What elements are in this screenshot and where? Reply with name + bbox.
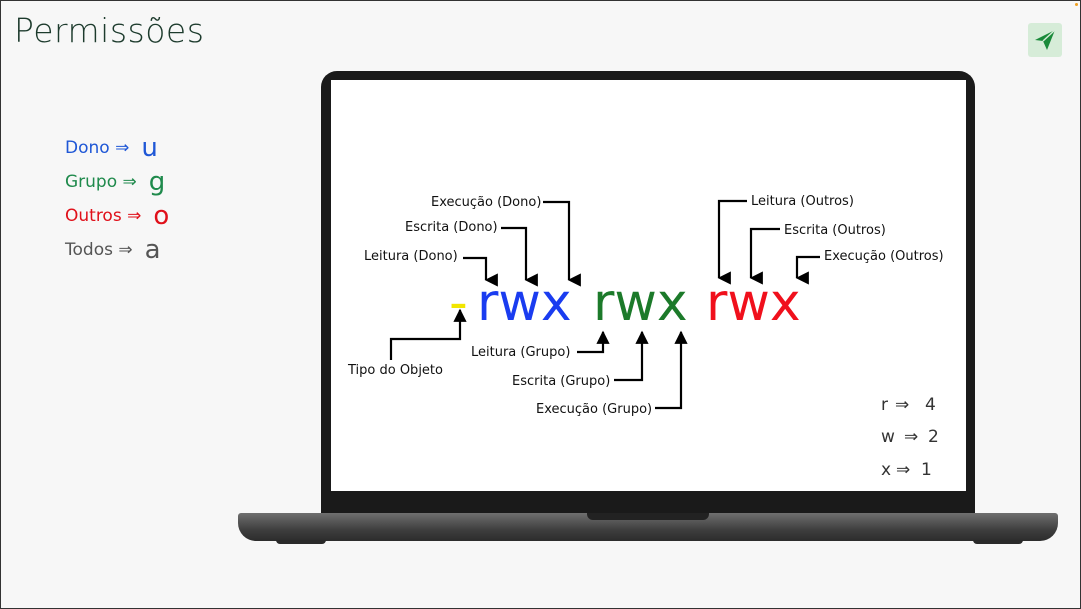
laptop-foot: [276, 540, 326, 544]
paper-plane-logo-icon: [1028, 23, 1062, 57]
perm-group: rwx: [593, 273, 688, 333]
value-letter-r: r: [881, 395, 888, 415]
legend-arrow: ⇒: [118, 240, 133, 260]
label-read-owner: Leitura (Dono): [364, 249, 458, 264]
legend-arrow: ⇒: [127, 206, 142, 226]
value-arrow: ⇒: [904, 427, 918, 447]
legend-label: Todos: [65, 240, 113, 260]
label-write-others: Escrita (Outros): [784, 223, 886, 238]
perm-owner: rwx: [477, 273, 572, 333]
legend-letter: g: [148, 167, 166, 197]
value-num-x: 1: [921, 460, 932, 480]
value-arrow: ⇒: [896, 460, 910, 480]
legend-row-owner: Dono ⇒ u: [65, 131, 169, 165]
legend: Dono ⇒ u Grupo ⇒ g Outros ⇒ o Todos ⇒ a: [65, 131, 169, 267]
label-exec-group: Execução (Grupo): [536, 402, 652, 417]
status-dot: [1075, 3, 1078, 6]
permission-diagram: Execução (Dono) Escrita (Dono) Leitura (…: [331, 80, 966, 491]
perm-type-char: -: [449, 273, 468, 333]
legend-label: Grupo: [65, 172, 118, 192]
value-num-w: 2: [928, 427, 939, 447]
value-arrow: ⇒: [895, 395, 909, 415]
label-exec-others: Execução (Outros): [824, 249, 944, 264]
legend-letter: o: [153, 201, 170, 231]
laptop-foot: [973, 540, 1023, 544]
label-read-group: Leitura (Grupo): [471, 345, 570, 360]
label-write-owner: Escrita (Dono): [405, 220, 498, 235]
legend-row-others: Outros ⇒ o: [65, 199, 169, 233]
label-object-type: Tipo do Objeto: [347, 363, 443, 378]
legend-label: Outros: [65, 206, 122, 226]
value-letter-x: x: [881, 460, 891, 480]
value-letter-w: w: [881, 427, 895, 447]
legend-label: Dono: [65, 138, 110, 158]
label-read-others: Leitura (Outros): [751, 194, 854, 209]
legend-arrow: ⇒: [115, 138, 130, 158]
legend-letter: a: [144, 235, 161, 265]
label-write-group: Escrita (Grupo): [512, 374, 610, 389]
label-exec-owner: Execução (Dono): [431, 195, 541, 210]
legend-letter: u: [141, 133, 158, 163]
legend-row-group: Grupo ⇒ g: [65, 165, 169, 199]
perm-others: rwx: [706, 273, 801, 333]
laptop-notch: [587, 513, 709, 520]
legend-row-all: Todos ⇒ a: [65, 233, 169, 267]
page-title: Permissões: [14, 11, 205, 50]
value-num-r: 4: [925, 395, 936, 415]
legend-arrow: ⇒: [122, 172, 137, 192]
